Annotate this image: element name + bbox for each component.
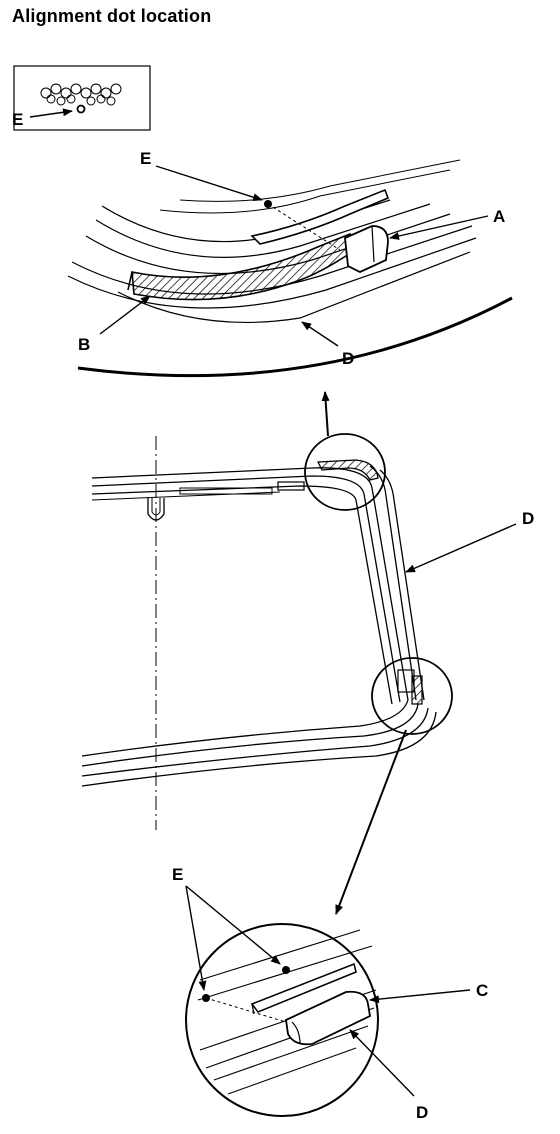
- clip-c: [285, 990, 371, 1046]
- label-e-bottom: E: [172, 865, 183, 884]
- bottom-strip: [250, 962, 357, 1013]
- bottom-alignment-dot-1: [282, 966, 290, 974]
- zoom-arrow-top: [321, 391, 330, 437]
- label-c: C: [476, 981, 488, 1000]
- clip-a: [344, 225, 389, 273]
- label-d-top: D: [342, 349, 354, 368]
- zoom-arrow-bottom: [335, 729, 407, 915]
- leader-d-mid: [405, 523, 517, 573]
- inset-e-arrow: [29, 108, 73, 118]
- label-d-bottom: D: [416, 1103, 428, 1122]
- top-detail-view: [67, 159, 513, 378]
- hatched-seal-strip: [131, 232, 353, 301]
- label-a: A: [493, 207, 505, 226]
- bottom-detail-circle: [185, 923, 379, 1117]
- zoom-circle-bottom: [371, 657, 453, 735]
- window-frame-view: [81, 433, 453, 830]
- top-alignment-dot: [264, 200, 272, 208]
- lower-hatched-clip: [411, 675, 423, 705]
- leader-a: [389, 215, 489, 240]
- bottom-detail-view: [185, 923, 379, 1117]
- leader-e-top: [155, 165, 263, 202]
- leader-e-bottom-1: [185, 885, 281, 965]
- leader-e-bottom-2: [185, 885, 207, 991]
- top-strip: [250, 188, 390, 245]
- leader-b: [99, 295, 151, 335]
- label-d-mid: D: [522, 509, 534, 528]
- leader-d-bottom: [349, 1029, 415, 1097]
- bottom-alignment-dot-2: [202, 994, 210, 1002]
- dot-cluster: [40, 83, 122, 114]
- label-e-top: E: [140, 149, 151, 168]
- leader-d-top: [301, 321, 339, 347]
- inset-label-e: E: [12, 110, 23, 129]
- label-b: B: [78, 335, 90, 354]
- leader-c: [369, 989, 471, 1004]
- zoom-circle-top: [304, 433, 386, 511]
- diagram-title: Alignment dot location: [12, 6, 212, 26]
- dot-location-inset: E: [12, 65, 151, 131]
- inset-frame: [13, 65, 151, 131]
